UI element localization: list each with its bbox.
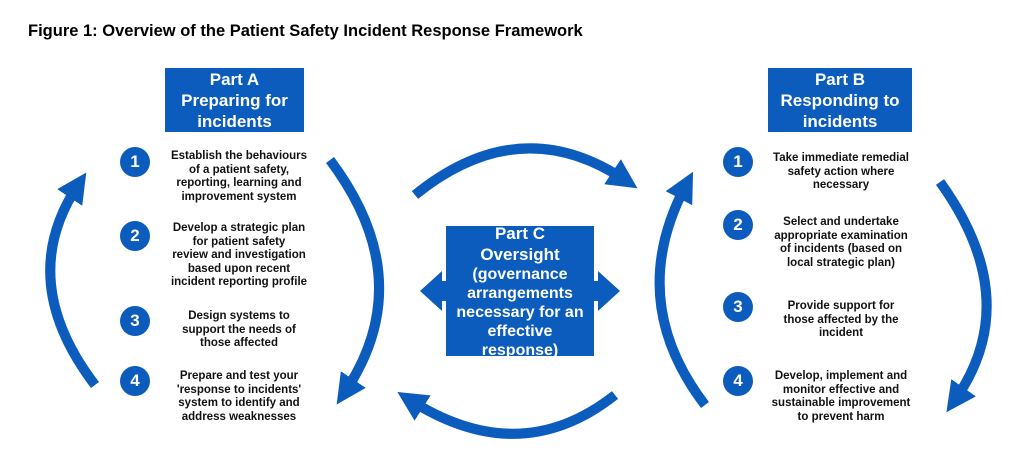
part-a-step-2-text: Develop a strategic plan for patient saf… — [170, 222, 308, 288]
part-b-heading-box: Part B Responding to incidents — [768, 68, 912, 132]
part-b-heading-line: incidents — [802, 111, 878, 131]
part-b-step-3-number: 3 — [723, 292, 753, 322]
part-a-step-3-number: 3 — [120, 306, 150, 336]
part-c-title-line: Oversight — [480, 244, 560, 264]
part-a-heading-line: incidents — [197, 111, 272, 131]
part-b-step-3-text: Provide support for those affected by th… — [783, 300, 899, 339]
part-c-body-line: (governance — [472, 265, 568, 283]
part-b-right-arc-arrow — [935, 179, 992, 413]
part-a-step-3-text: Design systems to support the needs of t… — [182, 310, 296, 349]
bottom-arc-arrow-b-to-a — [397, 391, 619, 439]
part-b-step-2-number: 2 — [723, 210, 753, 240]
part-b-heading-line: Part B — [814, 69, 866, 89]
part-a-step-4-text: Prepare and test your 'response to incid… — [176, 370, 302, 423]
part-a-left-arc-arrow — [45, 172, 99, 389]
part-a-step-1-number: 1 — [120, 147, 150, 177]
figure-title: Figure 1: Overview of the Patient Safety… — [28, 22, 583, 40]
part-a-heading-line: Part A — [209, 69, 260, 89]
part-a-step-4-number: 4 — [120, 366, 150, 396]
part-b-step-4-text: Develop, implement and monitor effective… — [771, 370, 911, 423]
part-a-right-arc-arrow — [325, 157, 385, 405]
part-c-body-line: response) — [481, 341, 559, 359]
part-c-body-line: effective — [487, 322, 553, 340]
part-b-step-2-text: Select and undertake appropriate examina… — [774, 216, 908, 269]
part-b-step-4-number: 4 — [723, 366, 753, 396]
part-b-heading-line: Responding to — [780, 90, 900, 110]
part-b-step-1-text: Take immediate remedial safety action wh… — [773, 152, 909, 191]
part-c-title-line: Part C — [494, 223, 546, 243]
part-c-body-line: arrangements — [467, 284, 573, 302]
part-a-heading-box: Part A Preparing for incidents — [165, 68, 304, 132]
center-double-arrow-right — [594, 271, 620, 311]
part-b-left-arc-arrow — [654, 171, 709, 409]
part-b-step-1-number: 1 — [723, 147, 753, 177]
part-a-step-1-text: Establish the behaviours of a patient sa… — [170, 150, 308, 203]
part-c-body-line: necessary for an — [456, 303, 584, 321]
part-c-oversight-box: Part C Oversight (governance arrangement… — [446, 223, 594, 359]
top-arc-arrow-a-to-b — [411, 143, 638, 199]
part-a-heading-line: Preparing for — [181, 90, 288, 110]
center-double-arrow — [420, 271, 446, 311]
part-a-step-2-number: 2 — [120, 221, 150, 251]
